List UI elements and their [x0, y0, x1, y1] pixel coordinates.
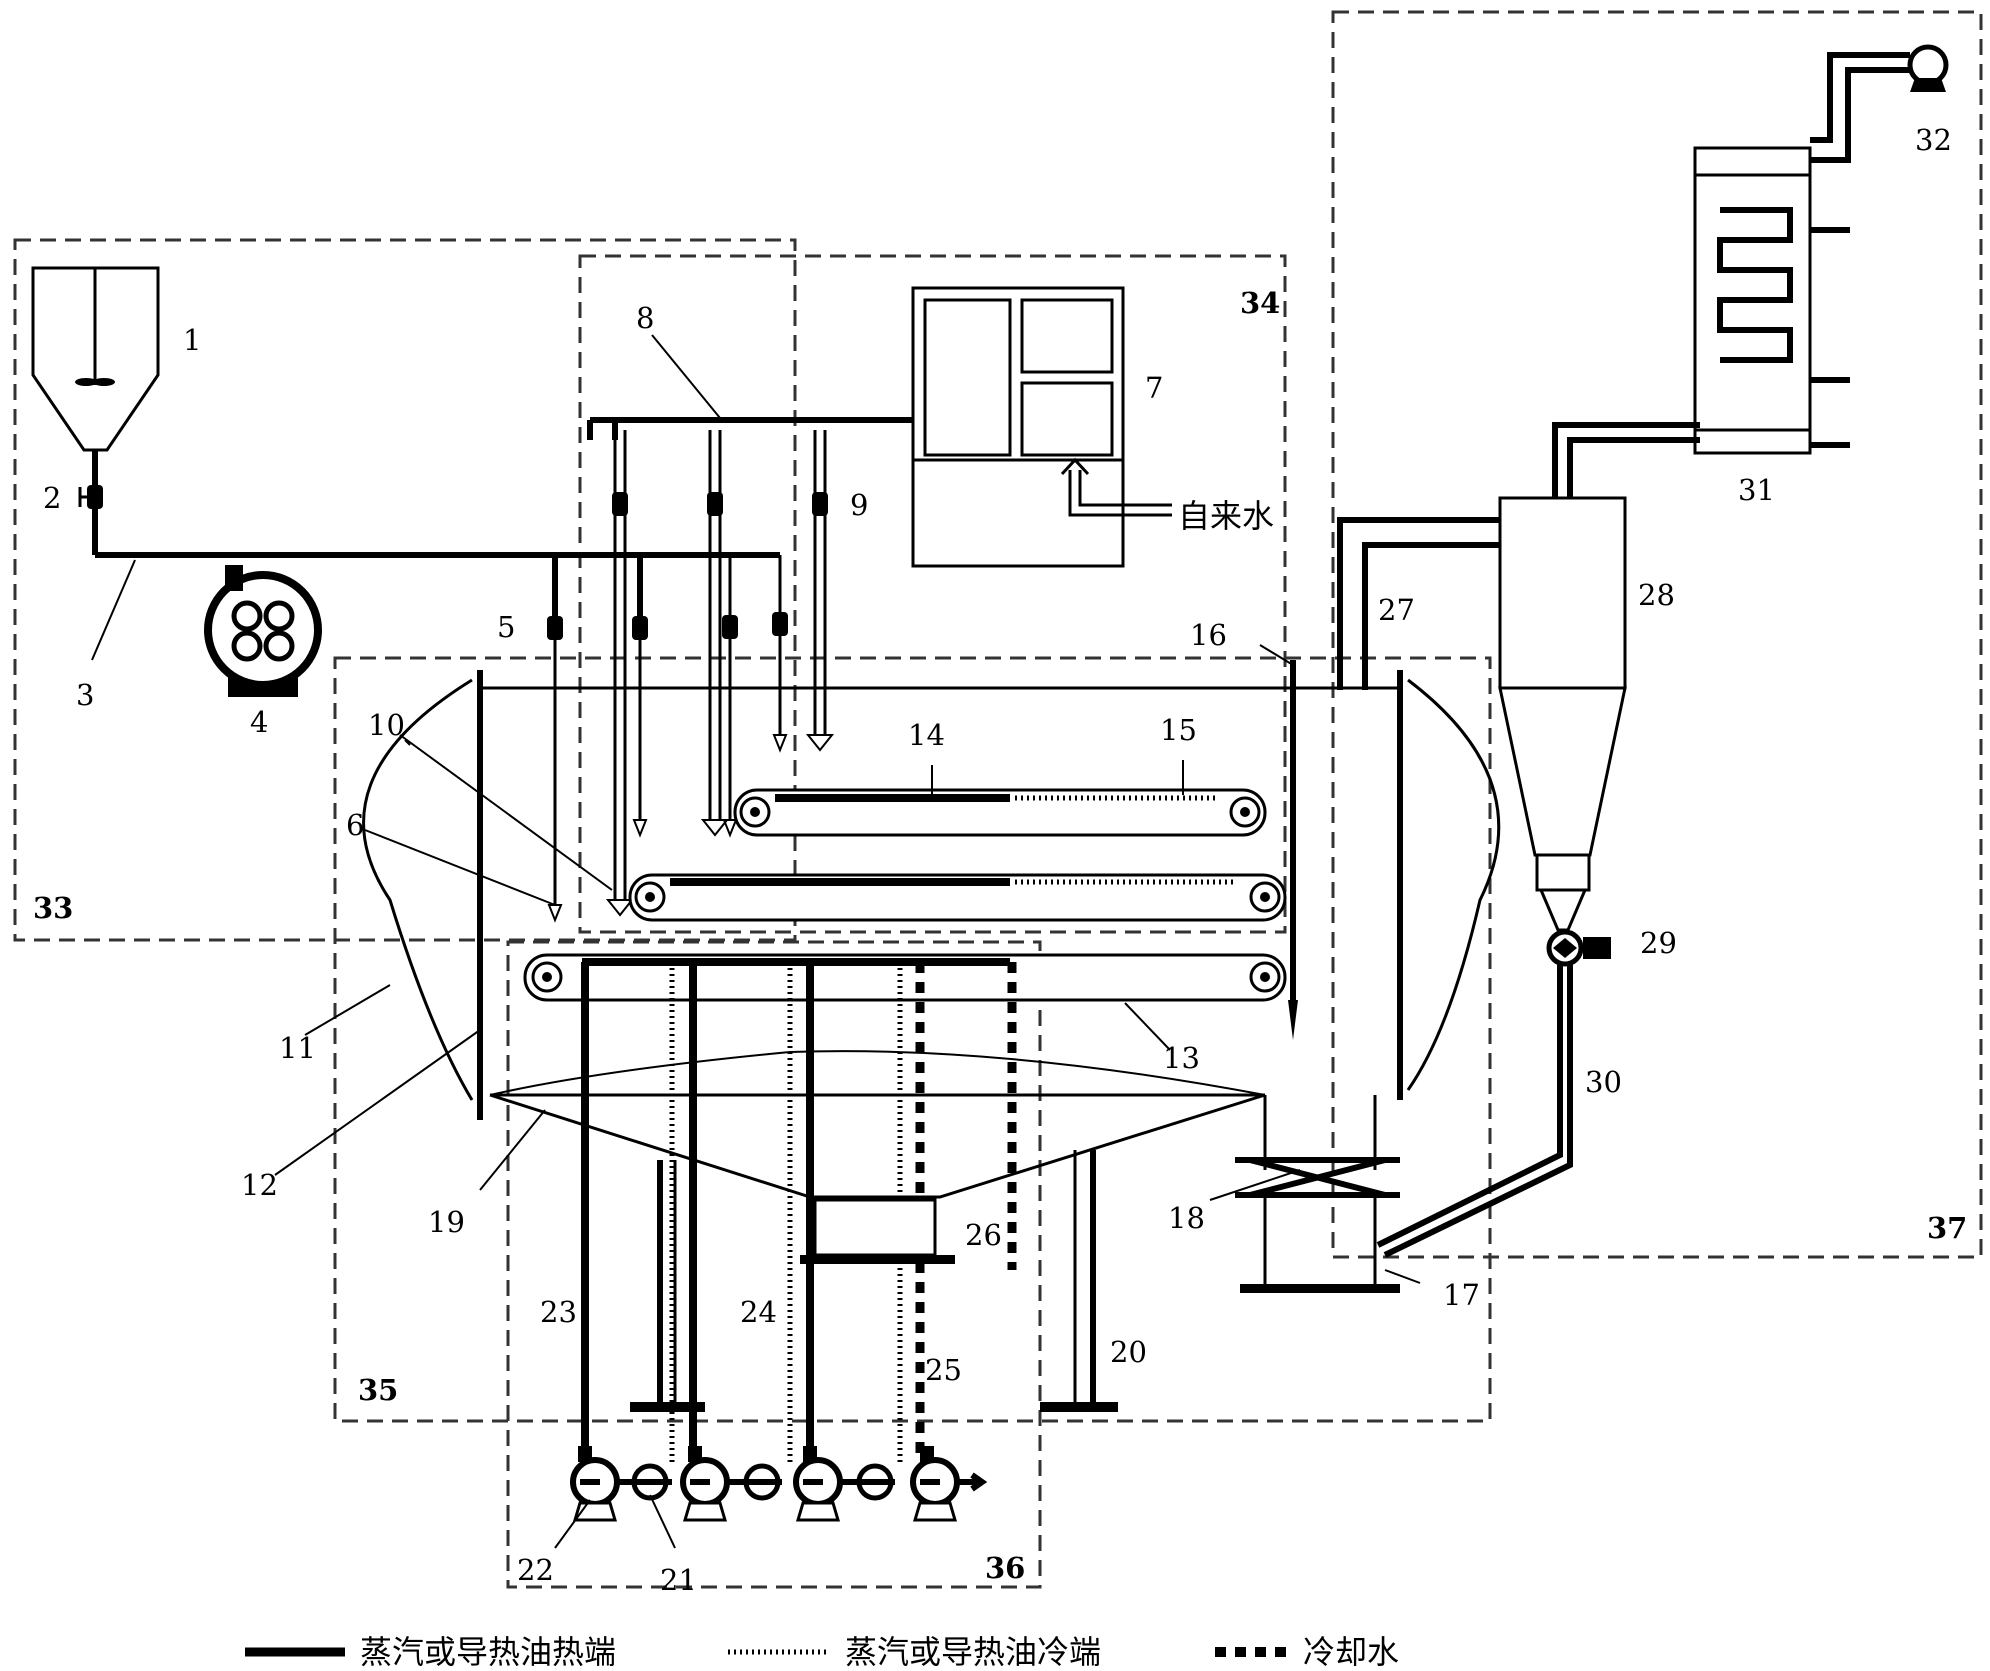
vacuum-line: [1810, 52, 1910, 163]
scraper-blade: [1288, 660, 1298, 1040]
vacuum-pump: [1907, 44, 1949, 92]
support-legs: [630, 1150, 1118, 1412]
conveyor-belt-middle: [628, 873, 1287, 922]
label-29: 29: [1640, 926, 1677, 960]
label-21: 21: [660, 1563, 697, 1597]
conveyor-belt-top: [733, 788, 1267, 837]
mixing-tank: [31, 266, 160, 452]
label-24: 24: [740, 1295, 777, 1329]
label-4: 4: [250, 705, 268, 739]
heating-lines: [581, 962, 1017, 1465]
leader-lines: [91, 334, 1421, 1549]
label-1: 1: [183, 323, 201, 357]
condenser-inlet-pipe: [1552, 422, 1700, 498]
condenser: [1693, 146, 1850, 455]
label-15: 15: [1160, 713, 1197, 747]
valve-2: [78, 450, 103, 555]
tap-water-label: 自来水: [1178, 497, 1274, 535]
label-25: 25: [925, 1353, 962, 1387]
label-9: 9: [850, 488, 868, 522]
feed-pipe: [95, 552, 780, 640]
water-supply-cabinet: [911, 286, 1172, 568]
label-30: 30: [1585, 1065, 1622, 1099]
label-10: 10: [368, 708, 405, 742]
zone-35-box: [333, 656, 1492, 1423]
return-pipe: [1376, 965, 1573, 1258]
water-branch-lines: [605, 430, 835, 917]
zone-label-35: 35: [358, 1373, 398, 1407]
rotary-airlock: [1546, 929, 1611, 967]
legend-hot-label: 蒸汽或导热油热端: [360, 1633, 616, 1671]
label-18: 18: [1168, 1201, 1205, 1235]
label-26: 26: [965, 1218, 1002, 1252]
label-5: 5: [497, 610, 515, 644]
label-23: 23: [540, 1295, 577, 1329]
label-16: 16: [1190, 618, 1227, 652]
label-17: 17: [1443, 1278, 1480, 1312]
vapour-outlet-pipe: [1337, 517, 1500, 690]
label-14: 14: [908, 718, 945, 752]
label-2: 2: [43, 481, 61, 515]
label-27: 27: [1378, 593, 1415, 627]
feed-drop-lines: [547, 555, 788, 923]
water-header-pipe: [587, 417, 913, 440]
legend-cooling-label: 冷却水: [1303, 1633, 1399, 1671]
label-12: 12: [241, 1168, 278, 1202]
zone-34-box: [578, 254, 1287, 934]
discharge-chute: [800, 1198, 955, 1264]
zone-label-36: 36: [985, 1551, 1025, 1585]
label-13: 13: [1163, 1041, 1200, 1075]
legend-cold-label: 蒸汽或导热油冷端: [845, 1633, 1101, 1671]
label-11: 11: [279, 1031, 316, 1065]
label-7: 7: [1145, 371, 1163, 405]
dryer-vessel: [362, 670, 1501, 1199]
label-22: 22: [517, 1553, 554, 1587]
label-31: 31: [1738, 473, 1775, 507]
zone-label-33: 33: [33, 891, 73, 925]
label-28: 28: [1638, 578, 1675, 612]
zone-33-box: [13, 238, 797, 942]
outlet-rotary-valve: [1235, 1095, 1400, 1293]
zone-37-box: [1331, 10, 1983, 1259]
legend: 蒸汽或导热油热端 蒸汽或导热油冷端 冷却水: [245, 1633, 1399, 1671]
zone-label-34: 34: [1240, 286, 1280, 320]
circulation-pumps: [570, 1446, 988, 1522]
conveyor-belt-bottom: [523, 953, 1287, 1002]
feed-pump: [204, 565, 322, 697]
cyclone-separator: [1498, 496, 1627, 932]
label-19: 19: [428, 1205, 465, 1239]
label-32: 32: [1915, 123, 1952, 157]
label-6: 6: [346, 808, 364, 842]
label-20: 20: [1110, 1335, 1147, 1369]
label-8: 8: [636, 301, 654, 335]
zone-36-box: [506, 940, 1042, 1589]
zone-label-37: 37: [1927, 1211, 1967, 1245]
label-3: 3: [76, 678, 94, 712]
